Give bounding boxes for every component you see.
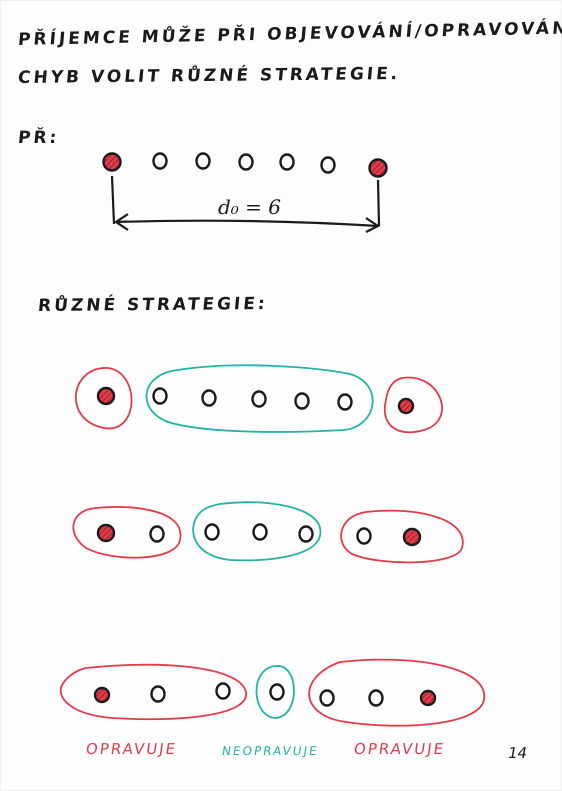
word-circle	[149, 525, 165, 543]
no-correct-region	[192, 501, 322, 562]
legend-no-correct: NEOPRAVUJE	[221, 744, 320, 758]
word-circle	[269, 683, 285, 701]
word-circle	[152, 387, 168, 405]
strategy-row-1	[75, 364, 443, 434]
word-circle	[279, 153, 295, 171]
correct-region-left	[59, 663, 247, 721]
word-circle	[238, 153, 254, 171]
word-circle	[251, 390, 267, 408]
word-circle	[298, 525, 314, 543]
strategy-row-3	[59, 658, 485, 727]
arrow-head-left	[114, 213, 129, 231]
codeword-dot	[368, 158, 388, 178]
codeword-dot	[397, 397, 415, 415]
codeword-dot	[102, 152, 122, 172]
word-circle	[319, 689, 335, 707]
word-circle	[215, 682, 231, 700]
page-number: 14	[506, 744, 529, 762]
bracket-left-tick	[110, 175, 116, 225]
legend-correct: OPRAVUJE	[84, 740, 179, 758]
codeword-dot	[93, 686, 111, 704]
correct-region-left	[72, 506, 182, 559]
correct-region-right	[383, 376, 443, 434]
bracket-right-tick	[376, 179, 381, 227]
word-circle	[368, 689, 384, 707]
strategy-row-2	[72, 501, 464, 564]
correct-region-right	[308, 658, 485, 727]
word-circle	[356, 527, 372, 545]
word-circle	[204, 523, 220, 541]
codeword-dot	[96, 523, 116, 543]
distance-label: d₀ = 6	[218, 195, 281, 219]
legend-correct-2: OPRAVUJE	[352, 740, 447, 758]
word-circle	[252, 523, 268, 541]
no-correct-region	[145, 364, 374, 433]
codeword-dot	[419, 689, 437, 707]
distance-arrow	[115, 219, 379, 228]
correct-region-right	[340, 509, 464, 564]
codeword-dot	[96, 386, 116, 406]
no-correct-region	[255, 665, 295, 719]
word-circle	[201, 389, 217, 407]
codeword-dot	[402, 527, 422, 547]
correct-region-left	[75, 367, 133, 430]
word-circle	[152, 152, 168, 170]
word-circle	[337, 393, 353, 411]
example-row: d₀ = 6	[102, 152, 388, 233]
arrow-head-right	[365, 217, 381, 233]
word-circle	[195, 152, 211, 170]
word-circle	[320, 156, 336, 174]
word-circle	[150, 685, 166, 703]
word-circle	[294, 392, 310, 410]
